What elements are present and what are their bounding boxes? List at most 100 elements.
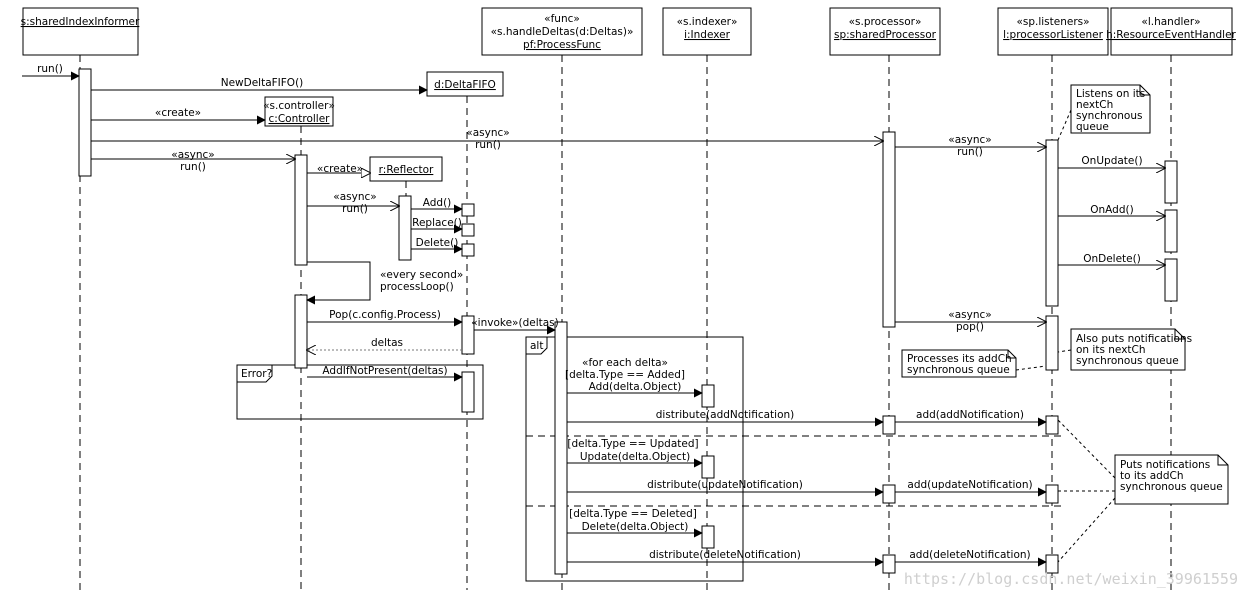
- message-create2-label: «create»: [317, 163, 363, 175]
- message-async-controller-label: «async»: [171, 149, 214, 161]
- message-delete-label: Delete(): [416, 237, 459, 249]
- message-add-object-label: Add(delta.Object): [589, 381, 682, 393]
- message-run: run(): [22, 63, 80, 81]
- message-on-add: OnAdd(): [1058, 204, 1165, 216]
- informer-name: s:sharedIndexInformer: [21, 16, 140, 28]
- lifeline-indexer: «s.indexer» i:Indexer: [662, 7, 752, 590]
- note-puts: Puts notifications to its addCh synchron…: [1057, 419, 1229, 563]
- note-listens-line-1: Listens on its: [1076, 88, 1145, 100]
- message-run-controller-label: run(): [180, 161, 206, 173]
- fragment-error: Error?: [236, 364, 484, 420]
- note-listens-line-3: synchronous: [1076, 110, 1142, 122]
- indexer-stereotype: «s.indexer»: [677, 16, 738, 28]
- note-puts-line-1: Puts notifications: [1120, 459, 1210, 471]
- processfunc-name: pf:ProcessFunc: [523, 39, 601, 51]
- message-on-delete-label: OnDelete(): [1083, 253, 1141, 265]
- handler-name: h:ResourceEventHandler: [1106, 29, 1236, 41]
- message-async-reflector-label: «async»: [333, 191, 376, 203]
- fragment-error-label: Error?: [241, 368, 272, 380]
- message-async-label: «async»: [466, 127, 509, 139]
- message-run-label: run(): [37, 63, 63, 75]
- note-listens-line-2: nextCh: [1076, 99, 1113, 111]
- message-new-fifo: NewDeltaFIFO(): [91, 77, 428, 95]
- message-on-update: OnUpdate(): [1058, 155, 1165, 168]
- listener-stereotype: «sp.listeners»: [1016, 16, 1089, 28]
- message-pop: Pop(c.config.Process): [307, 309, 463, 327]
- message-delete-object-label: Delete(delta.Object): [582, 521, 689, 533]
- message-async-run-listener: «async» run(): [895, 134, 1046, 158]
- controller-stereotype: «s.controller»: [263, 100, 335, 112]
- message-async-listener-label: «async»: [948, 134, 991, 146]
- handler-stereotype: «l.handler»: [1141, 16, 1200, 28]
- message-run-listener-label: run(): [957, 146, 983, 158]
- alt-section-deleted: [delta.Type == Deleted] Delete(delta.Obj…: [567, 508, 1047, 567]
- controller-name: c:Controller: [269, 113, 331, 125]
- message-on-delete: OnDelete(): [1058, 253, 1165, 265]
- message-add-delete-label: add(deleteNotification): [909, 549, 1030, 561]
- message-replace-label: Replace(): [412, 217, 462, 229]
- guard-updated-label: [delta.Type == Updated]: [567, 438, 698, 450]
- message-deltas-label: deltas: [371, 337, 403, 349]
- message-async-run-reflector: «async» run(): [307, 191, 399, 215]
- message-replace: Replace(): [411, 217, 463, 234]
- fragment-alt: alt: [525, 336, 1066, 582]
- note-also-puts-line-2: on its nextCh: [1076, 344, 1146, 356]
- note-also-puts: Also puts notifications on its nextCh sy…: [1057, 328, 1192, 371]
- listener-name: l:processorListener: [1003, 29, 1103, 41]
- message-update-object-label: Update(delta.Object): [580, 451, 690, 463]
- message-dist-update-label: distribute(updateNotification): [647, 479, 803, 491]
- note-listens: Listens on its nextCh synchronous queue: [1057, 84, 1151, 141]
- lifeline-handler: «l.handler» h:ResourceEventHandler: [1106, 7, 1237, 590]
- fragment-alt-label: alt: [530, 340, 543, 352]
- message-pop-label: Pop(c.config.Process): [329, 309, 441, 321]
- for-each-label: «for each delta»: [582, 357, 668, 369]
- message-async-run-controller: «async» run(): [91, 149, 295, 173]
- indexer-name: i:Indexer: [684, 29, 730, 41]
- message-async-run-processor: «async» run(): [91, 127, 883, 151]
- message-add-add-label: add(addNotification): [916, 409, 1024, 421]
- note-puts-line-2: to its addCh: [1120, 470, 1183, 482]
- message-invoke: «invoke»(deltas): [471, 317, 559, 335]
- fifo-name: d:DeltaFIFO: [434, 79, 496, 91]
- message-deltas-return: deltas: [307, 337, 462, 350]
- note-processes-line-2: synchronous queue: [907, 364, 1010, 376]
- message-add-label: Add(): [423, 197, 452, 209]
- message-process-loop-label: processLoop(): [380, 281, 454, 293]
- message-add-update-label: add(updateNotification): [907, 479, 1032, 491]
- message-dist-add-label: distribute(addNotification): [656, 409, 795, 421]
- processfunc-stereotype: «func»: [544, 13, 580, 25]
- message-dist-delete-label: distribute(deleteNotification): [649, 549, 801, 561]
- message-add-if-not-present: AddIfNotPresent(deltas): [307, 365, 463, 382]
- guard-deleted-label: [delta.Type == Deleted]: [569, 508, 697, 520]
- message-create-label: «create»: [155, 107, 201, 119]
- note-also-puts-line-3: synchronous queue: [1076, 355, 1179, 367]
- note-processes: Processes its addCh synchronous queue: [901, 349, 1047, 378]
- alt-section-added: «for each delta» [delta.Type == Added] A…: [565, 357, 1047, 427]
- lifeline-processor: «s.processor» sp:sharedProcessor: [829, 7, 941, 590]
- message-every-second-label: «every second»: [380, 269, 463, 281]
- note-puts-line-3: synchronous queue: [1120, 481, 1223, 493]
- processor-name: sp:sharedProcessor: [834, 29, 937, 41]
- lifeline-informer: s:sharedIndexInformer: [21, 7, 140, 590]
- message-create-reflector: «create»: [307, 163, 370, 175]
- alt-section-updated: [delta.Type == Updated] Update(delta.Obj…: [567, 438, 1047, 497]
- message-add-if-not-present-label: AddIfNotPresent(deltas): [322, 365, 447, 377]
- message-pop2-label: pop(): [956, 321, 984, 333]
- message-new-fifo-label: NewDeltaFIFO(): [221, 77, 304, 89]
- note-listens-line-4: queue: [1076, 121, 1109, 133]
- activations: [78, 68, 1178, 575]
- note-processes-line-1: Processes its addCh: [907, 353, 1012, 365]
- message-run-reflector-label: run(): [342, 203, 368, 215]
- reflector-name: r:Reflector: [379, 164, 434, 176]
- message-run-processor-label: run(): [475, 139, 501, 151]
- message-on-update-label: OnUpdate(): [1081, 155, 1142, 167]
- message-add: Add(): [411, 197, 463, 214]
- watermark: https://blog.csdn.net/weixin_39961559: [904, 570, 1238, 588]
- message-pop2: «async» pop(): [895, 309, 1046, 333]
- message-invoke-label: «invoke»(deltas): [471, 317, 558, 329]
- processor-stereotype: «s.processor»: [849, 16, 922, 28]
- processfunc-stereotype2: «s.handleDeltas(d:Deltas)»: [491, 26, 634, 38]
- message-delete: Delete(): [411, 237, 463, 254]
- guard-added-label: [delta.Type == Added]: [565, 369, 685, 381]
